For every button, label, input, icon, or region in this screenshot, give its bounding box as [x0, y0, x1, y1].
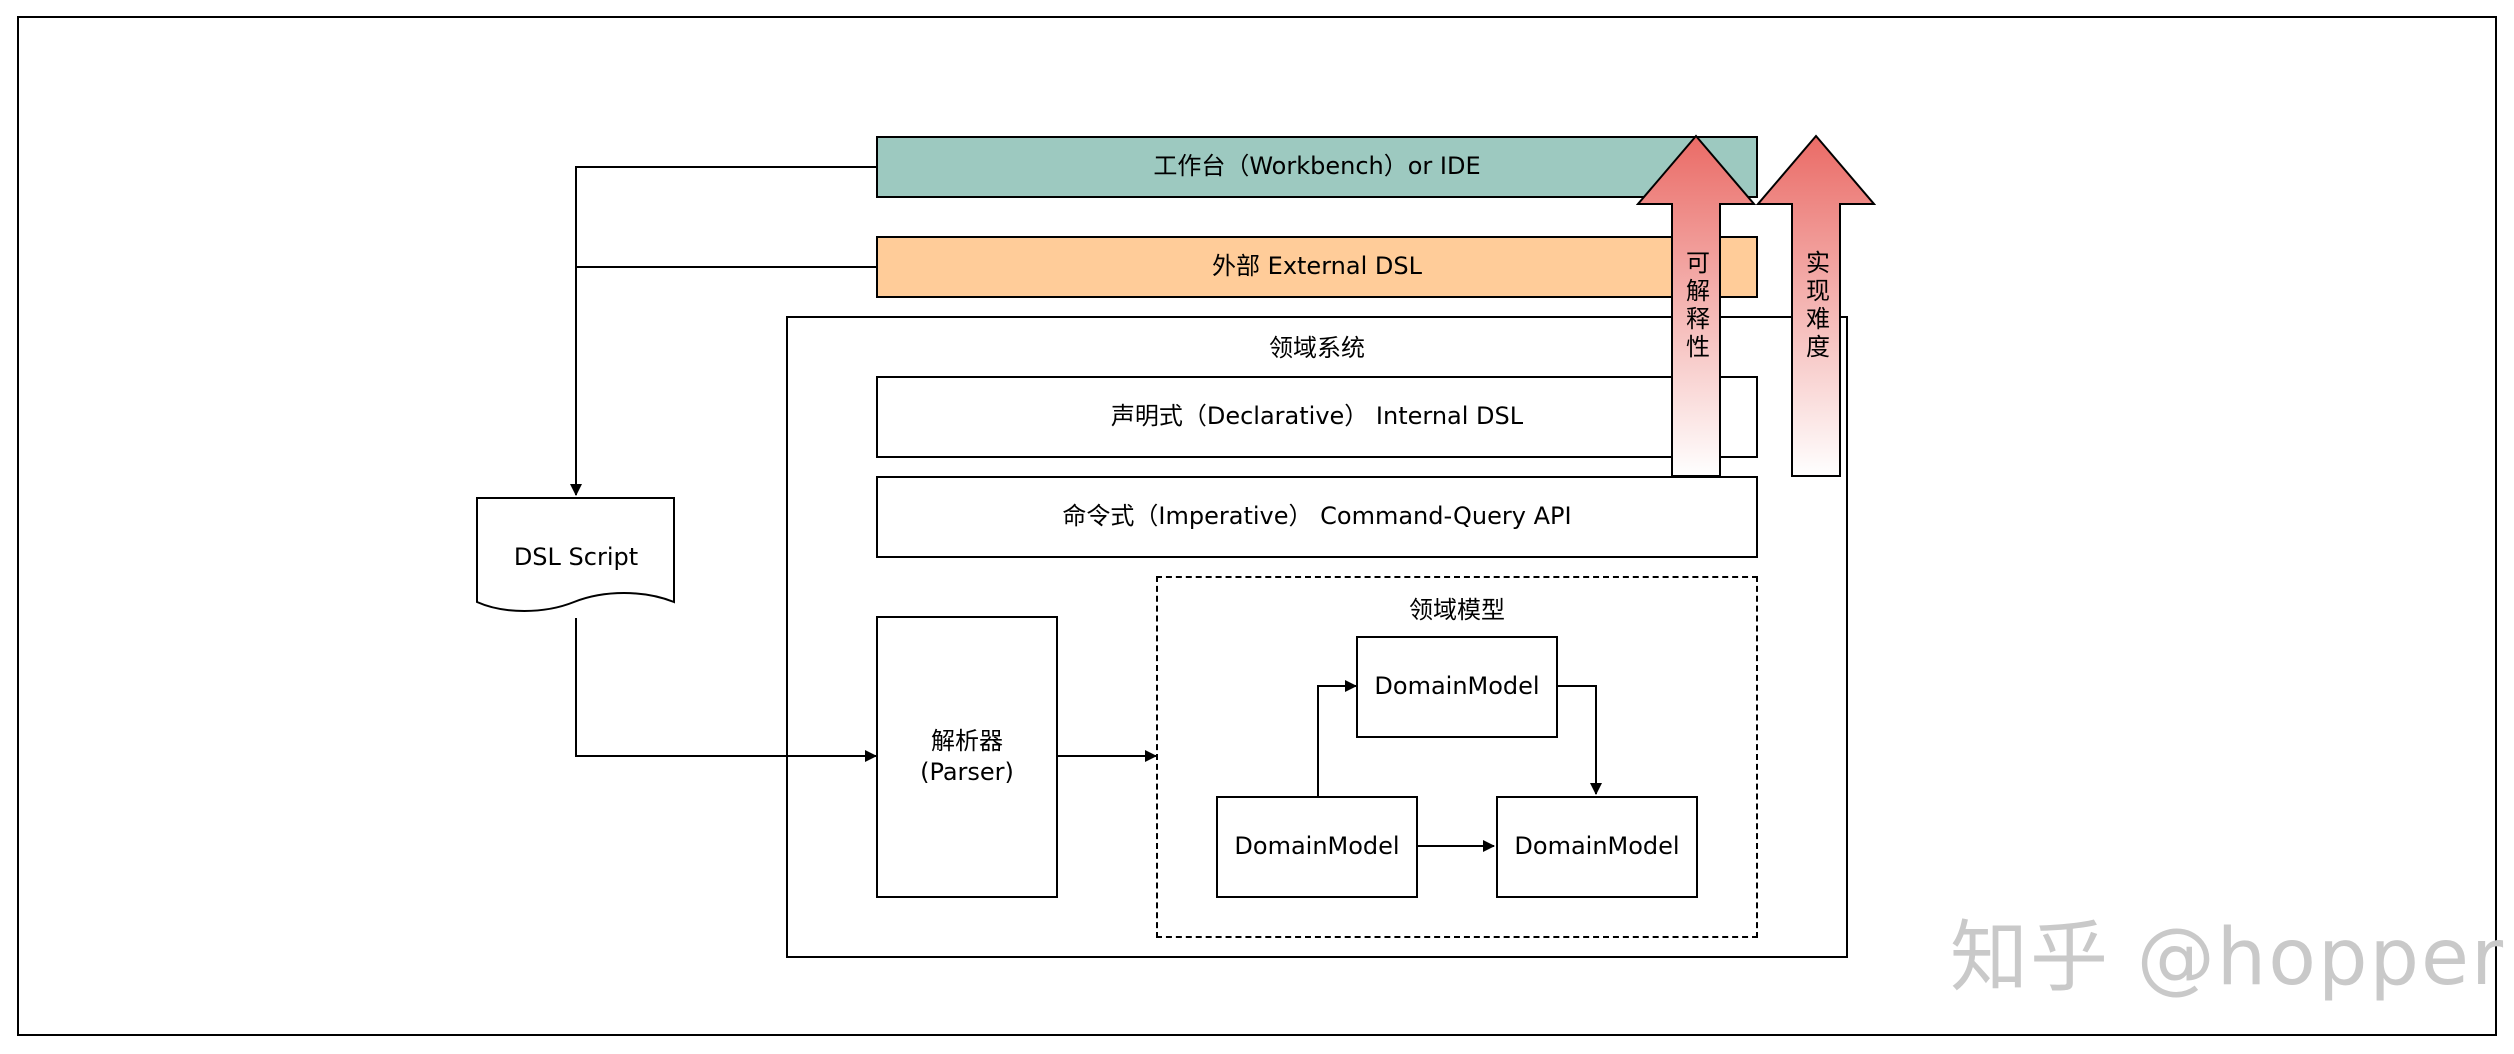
domain-model-node-label: DomainModel [1374, 672, 1540, 701]
interpretability-arrow [1636, 134, 1756, 477]
imperative-command-query-api-label: 命令式（Imperative） Command-Query API [1062, 502, 1572, 531]
implementation-difficulty-arrow [1756, 134, 1876, 477]
domain-system-container [786, 316, 1848, 958]
external-dsl-box: 外部 External DSL [876, 236, 1758, 298]
domain-model-node-bottom-right: DomainModel [1496, 796, 1698, 898]
outer-frame [17, 16, 2497, 1036]
parser-box: 解析器 (Parser) [876, 616, 1058, 898]
declarative-internal-dsl-box: 声明式（Declarative） Internal DSL [876, 376, 1758, 458]
domain-system-title: 领域系统 [1269, 334, 1365, 362]
parser-sublabel: (Parser) [920, 758, 1014, 786]
interpretability-label: 可解释性 [1681, 250, 1710, 362]
domain-model-group-title: 领域模型 [1409, 596, 1505, 624]
domain-model-group [1156, 576, 1758, 938]
parser-label: 解析器 [931, 726, 1003, 755]
domain-model-node-label: DomainModel [1234, 832, 1400, 861]
domain-model-node-bottom-left: DomainModel [1216, 796, 1418, 898]
external-dsl-label: 外部 External DSL [1212, 252, 1422, 281]
workbench-ide-label: 工作台（Workbench）or IDE [1153, 152, 1481, 181]
model-top-to-right-connector [1558, 685, 1602, 795]
declarative-internal-dsl-label: 声明式（Declarative） Internal DSL [1110, 402, 1524, 431]
script-to-parser-connector [575, 618, 877, 762]
model-left-to-top-connector [1317, 680, 1357, 796]
domain-model-node-top: DomainModel [1356, 636, 1558, 738]
implementation-difficulty-label: 实现难度 [1801, 250, 1830, 362]
domain-model-node-label: DomainModel [1514, 832, 1680, 861]
imperative-command-query-api-box: 命令式（Imperative） Command-Query API [876, 476, 1758, 558]
zhihu-watermark: 知乎 @hopper [1950, 913, 2506, 1003]
workbench-ide-box: 工作台（Workbench）or IDE [876, 136, 1758, 198]
dsl-script-label: DSL Script [513, 543, 639, 571]
workbench-to-script-connector [570, 166, 876, 496]
dsl-script-document [476, 497, 675, 612]
